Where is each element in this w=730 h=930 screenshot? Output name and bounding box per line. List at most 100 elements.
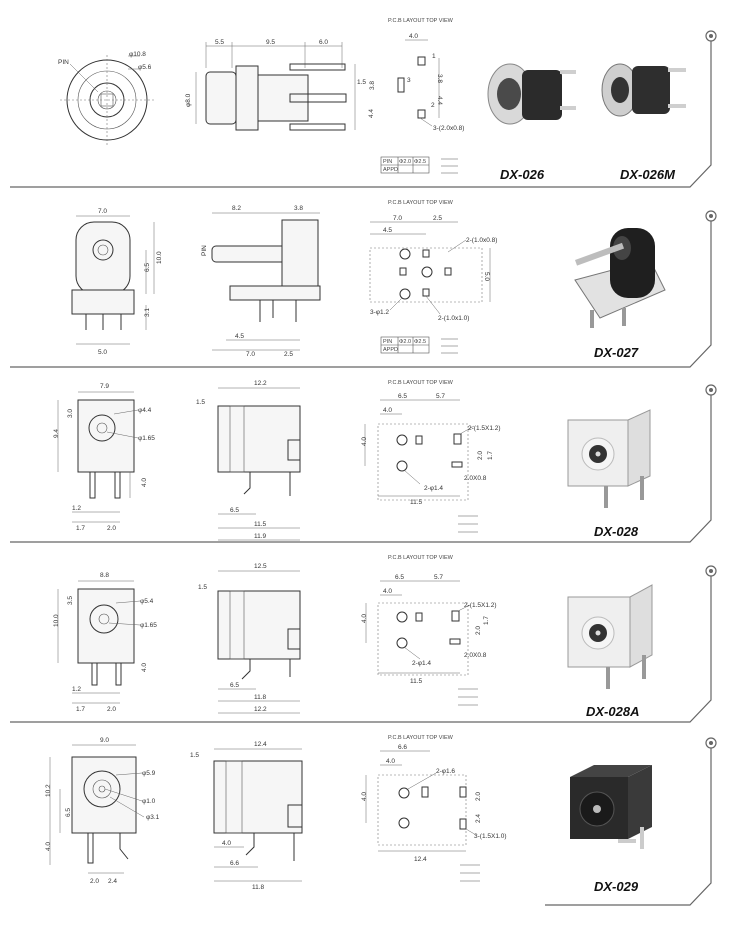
dx-028a-front-b2: 1.7 [76, 706, 85, 713]
dx-029-side-b2: 6.6 [230, 860, 239, 867]
dx-028-drawing: 7.9 φ4.4 φ1.65 9.4 3.0 4.0 1.2 1.7 2.0 1… [10, 380, 717, 543]
dx-028a-pcb-s5: 2-φ1.4 [412, 660, 431, 667]
dx-029-front-h2: 6.5 [65, 808, 72, 817]
dx-026m-model-label: DX-026M [620, 167, 676, 182]
dx-028a-photo [567, 584, 653, 689]
dx-029-side-b1: 4.0 [222, 840, 231, 847]
dx-027-front-h1: 10.0 [156, 251, 163, 264]
dx-029-front-h3: 4.0 [45, 842, 52, 851]
dx-026-front-dim-1: φ10.8 [129, 51, 146, 58]
dx-026-pcb-p2: 2 [431, 102, 435, 109]
row-dx-026: PIN φ10.8 φ5.6 5.5 9.5 6.0 φ8.0 1.5 3.8 … [0, 0, 730, 190]
dx-028-side-w: 12.2 [254, 380, 267, 387]
dx-028-pcb-layout: P.C.B LAYOUT TOP VIEW 6.5 5.7 4.0 4.0 2-… [361, 380, 501, 533]
dx-028a-front-h2: 3.5 [67, 596, 74, 605]
dx-027-front-w: 7.0 [98, 208, 107, 215]
dx-026-pcb-layout: P.C.B LAYOUT TOP VIEW 4.0 1 3 2 3.8 4.4 … [380, 18, 464, 174]
dx-028a-pcb-s4: 2.0X0.8 [464, 652, 487, 659]
dx-026-pcb-p1: 1 [432, 53, 436, 60]
row-dx-029: 9.0 φ5.9 φ1.0 φ3.1 10.2 6.5 4.0 2.0 2.4 … [0, 725, 730, 930]
dx-029-pcb-s3: 2.4 [475, 814, 482, 823]
dx-026-pcb-h2: 4.4 [436, 96, 443, 105]
dx-028a-side-b1: 6.5 [230, 682, 239, 689]
dx-026-side-view: 5.5 9.5 6.0 φ8.0 1.5 3.8 4.4 [185, 39, 376, 131]
dx-027-side-b1: 4.5 [235, 333, 244, 340]
dx-028a-front-b1: 1.2 [72, 686, 81, 693]
row-dx-028: 7.9 φ4.4 φ1.65 9.4 3.0 4.0 1.2 1.7 2.0 1… [0, 370, 730, 545]
dx-028-front-b1: 1.2 [72, 505, 81, 512]
dx-026-pin-label: PIN [58, 59, 69, 66]
dx-029-front-d2: φ1.0 [142, 798, 156, 805]
dx-026-side-m3: 4.4 [368, 109, 375, 118]
dx-028a-front-view: 8.8 φ5.4 φ1.65 10.0 3.5 4.0 1.2 1.7 2.0 [53, 572, 157, 713]
dx-028a-pcb-s3: 1.7 [483, 616, 490, 625]
dx-029-pcb-s1: 2-φ1.6 [436, 768, 455, 775]
dx-028-side-b3: 11.9 [254, 533, 267, 540]
dx-028-front-b2: 1.7 [76, 525, 85, 532]
dx-029-side-l: 1.5 [190, 752, 199, 759]
dx-028a-side-l: 1.5 [198, 584, 207, 591]
dx-027-front-h3: 3.1 [144, 308, 151, 317]
dx-027-pcb-h: 5.0 [483, 272, 490, 281]
dx-028a-front-d1: φ5.4 [140, 598, 154, 605]
dx-027-side-pin: PIN [201, 245, 208, 256]
dx-028a-front-w: 8.8 [100, 572, 109, 579]
dx-026-table-c1: PIN [383, 159, 392, 165]
dx-026-model-label: DX-026 [500, 167, 545, 182]
dx-026-side-w1: 5.5 [215, 39, 224, 46]
dx-028a-pcb-t1: 6.5 [395, 574, 404, 581]
dx-028-side-b2: 11.5 [254, 521, 267, 528]
dx-026-table-r2: APPD [383, 167, 398, 173]
dx-027-photo [574, 228, 666, 328]
dx-026-pcb-h1: 3.8 [436, 74, 443, 83]
dx-028a-drawing: 8.8 φ5.4 φ1.65 10.0 3.5 4.0 1.2 1.7 2.0 … [10, 555, 717, 723]
dx-029-pcb-b: 12.4 [414, 856, 427, 863]
dx-027-front-h2: 6.5 [144, 263, 151, 272]
dx-029-pcb-t2: 4.0 [386, 758, 395, 765]
dx-027-pcb-s2: 3-φ1.2 [370, 309, 389, 316]
dx-028-photo [567, 409, 651, 508]
dx-027-side-w2: 3.8 [294, 205, 303, 212]
dx-028-front-view: 7.9 φ4.4 φ1.65 9.4 3.0 4.0 1.2 1.7 2.0 [53, 383, 155, 532]
dx-028a-front-h: 10.0 [53, 614, 60, 627]
dx-028-pcb-s1: 2-(1.5X1.2) [468, 425, 501, 432]
dx-028a-side-view: 12.5 1.5 6.5 11.8 12.2 [198, 563, 301, 714]
dx-027-side-b2: 7.0 [246, 351, 255, 358]
dx-026-photo [487, 63, 576, 125]
dx-028a-pcb-s2: 2.0 [475, 626, 482, 635]
dx-026-side-m1: 1.5 [357, 79, 366, 86]
dx-028-front-h2: 3.0 [67, 409, 74, 418]
dx-026-table-c2: Φ2.0 [399, 159, 411, 165]
dx-028a-pcb-s1: 2-(1.5X1.2) [464, 602, 497, 609]
dx-029-front-d3: φ3.1 [146, 814, 160, 821]
dx-028-pcb-s3: 1.7 [487, 451, 494, 460]
dx-026-pcb-pad: 3-(2.0x0.8) [433, 125, 464, 132]
dx-026-pcb-top: 4.0 [409, 33, 418, 40]
dx-028-pcb-s2: 2.0 [477, 451, 484, 460]
dx-028-front-b3: 2.0 [107, 525, 116, 532]
dx-028a-front-d2: φ1.65 [140, 622, 157, 629]
row-dx-028a: 8.8 φ5.4 φ1.65 10.0 3.5 4.0 1.2 1.7 2.0 … [0, 545, 730, 725]
dx-028-side-b1: 6.5 [230, 507, 239, 514]
dx-026-pcb-p3: 3 [407, 77, 411, 84]
dx-028a-pcb-title: P.C.B LAYOUT TOP VIEW [388, 555, 454, 561]
dx-028-side-view: 12.2 1.5 6.5 11.5 11.9 [196, 380, 301, 541]
dx-029-side-w: 12.4 [254, 741, 267, 748]
dx-028a-pcb-t3: 4.0 [383, 588, 392, 595]
dx-028-pcb-b: 11.5 [410, 499, 423, 506]
dx-027-pcb-layout: P.C.B LAYOUT TOP VIEW 7.0 2.5 4.5 5.0 2-… [369, 200, 497, 354]
dx-027-table-c1: PIN [383, 339, 392, 345]
dx-028a-side-w: 12.5 [254, 563, 267, 570]
dx-028a-side-b2: 11.8 [254, 694, 267, 701]
dx-029-photo [570, 765, 652, 849]
dx-027-pcb-t1: 7.0 [393, 215, 402, 222]
dx-028-pcb-s5: 2-φ1.4 [424, 485, 443, 492]
dx-026-side-w3: 6.0 [319, 39, 328, 46]
dx-026-side-w2: 9.5 [266, 39, 275, 46]
row-dx-027: 7.0 10.0 6.5 3.1 5.0 8.2 3.8 PIN 4.5 7.0… [0, 190, 730, 370]
dx-027-front-view: 7.0 10.0 6.5 3.1 5.0 [71, 208, 163, 356]
dx-026-pcb-title: P.C.B LAYOUT TOP VIEW [388, 18, 454, 24]
dx-027-model-label: DX-027 [594, 345, 639, 360]
dx-026-front-dim-2: φ5.6 [138, 64, 152, 71]
dx-027-side-w1: 8.2 [232, 205, 241, 212]
